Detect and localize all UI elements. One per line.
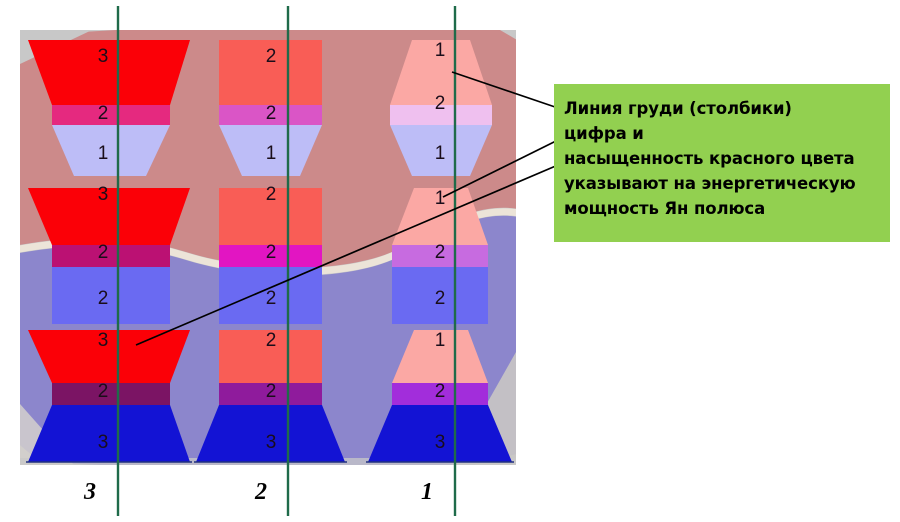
bar-band (52, 105, 170, 125)
bar-top-red (392, 188, 488, 245)
axis-label-column-2: 2 (255, 479, 267, 505)
annotation-line-1: Линия груди (столбики) (564, 99, 792, 118)
bar-bottom-blue (219, 267, 322, 324)
bar-bottom-blue (196, 405, 345, 462)
annotation-leader-lines (135, 71, 559, 346)
leader-line-3 (135, 164, 559, 346)
bar-top-red (28, 330, 190, 383)
column-2-row-middle[interactable] (219, 188, 322, 324)
guide-lines (116, 6, 457, 516)
bar-bottom-blue (52, 267, 170, 324)
column-2-row-top[interactable] (219, 40, 322, 176)
bar-bottom-blue (52, 125, 170, 176)
bar-bottom-blue (390, 125, 492, 176)
bar-top-red (28, 188, 190, 245)
column-1-row-middle[interactable] (392, 188, 488, 324)
bar-band (219, 245, 322, 267)
leader-line-1 (451, 71, 559, 109)
bar-band (392, 383, 488, 405)
bar-band (52, 383, 170, 405)
bar-top-red (219, 188, 322, 245)
bar-top-red (390, 40, 492, 105)
bar-bottom-blue (219, 125, 322, 176)
bar-bottom-blue (28, 405, 190, 462)
annotation-line-3: насыщенность красного цвета (564, 149, 855, 168)
column-3-row-middle[interactable] (28, 188, 190, 324)
leader-line-2 (442, 139, 559, 198)
annotation-line-2: цифра и (564, 124, 644, 143)
bar-band (390, 105, 492, 125)
annotation-line-5: мощность Ян полюса (564, 199, 766, 218)
annotation-line-4: указывают на энергетическую (564, 174, 856, 193)
column-3-row-top[interactable] (28, 40, 190, 176)
bar-top-red (28, 40, 190, 105)
column-3-row-bottom[interactable] (26, 330, 192, 463)
bar-top-red (219, 40, 322, 105)
bar-band (219, 383, 322, 405)
bar-top-red (392, 330, 488, 383)
bar-band (392, 245, 488, 267)
annotation-callout-box: Линия груди (столбики) цифра и насыщенно… (554, 84, 890, 242)
bar-band (52, 245, 170, 267)
bar-top-red (219, 330, 322, 383)
column-1-row-bottom[interactable] (366, 330, 514, 463)
bar-bottom-blue (392, 267, 488, 324)
bar-bottom-blue (368, 405, 512, 462)
axis-label-column-3: 3 (84, 479, 96, 505)
axis-label-column-1: 1 (421, 479, 433, 505)
column-1-row-top[interactable] (390, 40, 492, 176)
column-2-row-bottom[interactable] (194, 330, 347, 463)
bar-band (219, 105, 322, 125)
